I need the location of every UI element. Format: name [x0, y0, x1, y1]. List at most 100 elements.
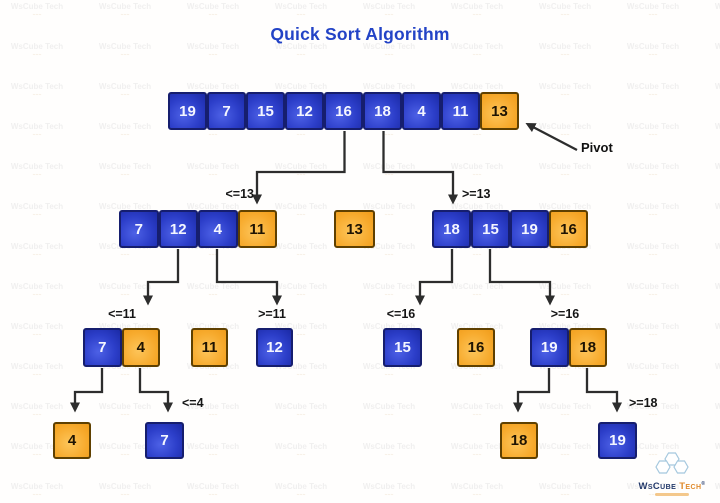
- watermark: WsCube Tech⌁⌁⌁: [626, 82, 680, 98]
- array-cell: 7: [207, 92, 246, 130]
- array-cell: 11: [191, 328, 228, 367]
- array-cell: 19: [530, 328, 569, 367]
- watermark: WsCube Tech⌁⌁⌁: [10, 122, 64, 138]
- watermark: WsCube Tech⌁⌁⌁: [626, 322, 680, 338]
- array-cell: 4: [402, 92, 441, 130]
- watermark: WsCube Tech⌁⌁⌁: [362, 442, 416, 458]
- node-single-16: 16: [457, 328, 495, 367]
- array-cell: 11: [441, 92, 480, 130]
- watermark: WsCube Tech⌁⌁⌁: [10, 82, 64, 98]
- arrow-le13-left: [143, 249, 180, 306]
- array-cell: 16: [549, 210, 588, 248]
- watermark: WsCube Tech⌁⌁⌁: [186, 162, 240, 178]
- partition-label-le4: <=4: [182, 396, 204, 410]
- watermark: WsCube Tech⌁⌁⌁: [450, 402, 504, 418]
- watermark: WsCube Tech⌁⌁⌁: [538, 162, 592, 178]
- watermark: WsCube Tech⌁⌁⌁: [98, 2, 152, 18]
- watermark: WsCube Tech⌁⌁⌁: [714, 362, 720, 371]
- brand-tagline: [655, 493, 689, 496]
- watermark: WsCube Tech⌁⌁⌁: [186, 482, 240, 498]
- array-cell: 12: [256, 328, 293, 367]
- array-cell: 13: [480, 92, 519, 130]
- arrow-pair74-left: [70, 368, 104, 413]
- array-cell: 18: [568, 328, 607, 367]
- arrow-ge13-left: [415, 249, 454, 306]
- node-single-11: 11: [191, 328, 228, 367]
- watermark: WsCube Tech⌁⌁⌁: [626, 242, 680, 258]
- watermark: WsCube Tech⌁⌁⌁: [10, 2, 64, 18]
- watermark: WsCube Tech⌁⌁⌁: [538, 482, 592, 498]
- watermark: WsCube Tech⌁⌁⌁: [274, 282, 328, 298]
- array-cell: 15: [246, 92, 285, 130]
- watermark: WsCube Tech⌁⌁⌁: [714, 162, 720, 171]
- watermark: WsCube Tech⌁⌁⌁: [626, 282, 680, 298]
- array-cell: 18: [363, 92, 402, 130]
- array-cell: 19: [510, 210, 549, 248]
- registered-mark: ®: [701, 480, 706, 487]
- watermark: WsCube Tech⌁⌁⌁: [538, 402, 592, 418]
- watermark: WsCube Tech⌁⌁⌁: [274, 442, 328, 458]
- arrow-le13-right: [215, 249, 282, 306]
- watermark: WsCube Tech⌁⌁⌁: [98, 162, 152, 178]
- watermark: WsCube Tech⌁⌁⌁: [626, 202, 680, 218]
- watermark: WsCube Tech⌁⌁⌁: [186, 282, 240, 298]
- watermark: WsCube Tech⌁⌁⌁: [362, 482, 416, 498]
- watermark: WsCube Tech⌁⌁⌁: [714, 402, 720, 411]
- watermark: WsCube Tech⌁⌁⌁: [450, 282, 504, 298]
- watermark: WsCube Tech⌁⌁⌁: [538, 122, 592, 138]
- watermark: WsCube Tech⌁⌁⌁: [626, 162, 680, 178]
- arrow-pair74-right: [138, 368, 173, 413]
- array-cell: 18: [432, 210, 471, 248]
- array-cell: 7: [83, 328, 122, 367]
- partition-label-le11: <=11: [108, 307, 136, 321]
- watermark: WsCube Tech⌁⌁⌁: [186, 442, 240, 458]
- watermark: WsCube Tech⌁⌁⌁: [714, 2, 720, 11]
- array-cell: 13: [334, 210, 375, 248]
- array-cell: 4: [121, 328, 160, 367]
- brand-product: Tech: [679, 481, 702, 492]
- brand-logo: WsCube Tech®: [630, 452, 714, 496]
- watermark: WsCube Tech⌁⌁⌁: [98, 282, 152, 298]
- arrow-root-left: [252, 131, 346, 205]
- watermark: WsCube Tech⌁⌁⌁: [450, 482, 504, 498]
- brand-name: WsCube: [638, 481, 677, 492]
- array-cell: 19: [598, 422, 637, 459]
- watermark: WsCube Tech⌁⌁⌁: [98, 82, 152, 98]
- watermark: WsCube Tech⌁⌁⌁: [10, 242, 64, 258]
- array-cell: 18: [500, 422, 538, 459]
- watermark: WsCube Tech⌁⌁⌁: [714, 82, 720, 91]
- array-cell: 12: [285, 92, 324, 130]
- node-single-12: 12: [256, 328, 293, 367]
- watermark: WsCube Tech⌁⌁⌁: [626, 362, 680, 378]
- watermark: WsCube Tech⌁⌁⌁: [538, 82, 592, 98]
- watermark: WsCube Tech⌁⌁⌁: [450, 162, 504, 178]
- node-leaf-18: 18: [500, 422, 538, 459]
- array-cell: 7: [119, 210, 159, 248]
- watermark: WsCube Tech⌁⌁⌁: [98, 402, 152, 418]
- watermark: WsCube Tech⌁⌁⌁: [714, 322, 720, 331]
- arrow-root-right: [382, 131, 458, 205]
- watermark: WsCube Tech⌁⌁⌁: [714, 282, 720, 291]
- partition-label-ge16: >=16: [550, 307, 580, 321]
- pivot-arrow: [525, 123, 578, 152]
- node-leaf-19: 19: [598, 422, 637, 459]
- page-title: Quick Sort Algorithm: [270, 24, 450, 44]
- watermark: WsCube Tech⌁⌁⌁: [98, 482, 152, 498]
- watermark: WsCube Tech⌁⌁⌁: [10, 362, 64, 378]
- array-cell: 7: [145, 422, 184, 459]
- array-cell: 12: [158, 210, 198, 248]
- array-cell: 4: [198, 210, 238, 248]
- watermark: WsCube Tech⌁⌁⌁: [626, 2, 680, 18]
- array-cell: 15: [471, 210, 510, 248]
- partition-label-ge18: >=18: [629, 396, 658, 410]
- watermark: WsCube Tech⌁⌁⌁: [450, 2, 504, 18]
- watermark: WsCube Tech⌁⌁⌁: [98, 122, 152, 138]
- arrow-pair1918-right: [585, 368, 622, 413]
- watermark: WsCube Tech⌁⌁⌁: [538, 282, 592, 298]
- array-cell: 15: [383, 328, 422, 367]
- arrow-pair1918-left: [513, 368, 551, 413]
